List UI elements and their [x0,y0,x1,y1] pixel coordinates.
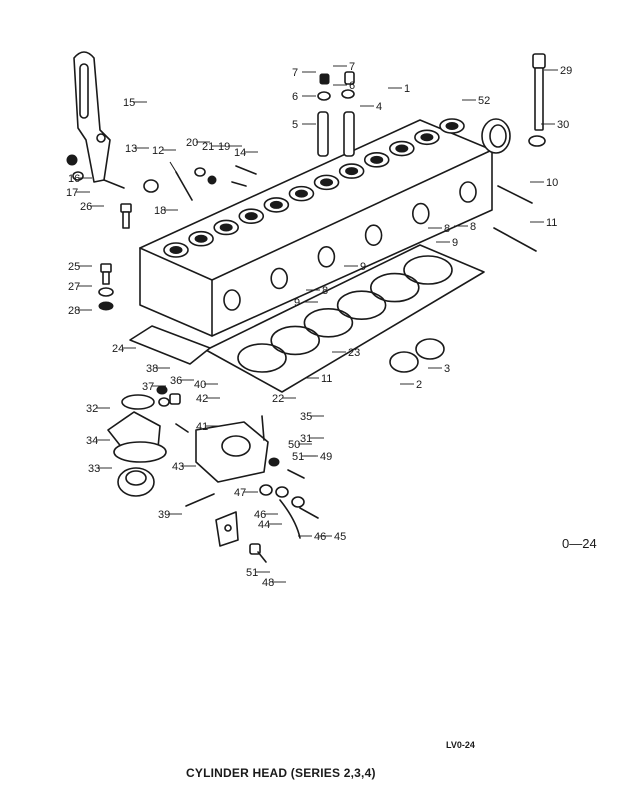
figure-caption: CYLINDER HEAD (SERIES 2,3,4) [186,766,376,780]
callout-6-5: 6 [292,91,298,103]
thermostat-group [107,394,167,497]
callout-10-15: 10 [546,177,558,189]
bolt-29 [528,53,546,147]
callout-8-10: 8 [322,285,328,297]
o-rings-2-3 [389,338,445,373]
callout-32-38: 32 [86,403,98,415]
callout-15-21: 15 [123,97,135,109]
callout-21-27: 21 [202,141,214,153]
callout-46-53: 46 [314,531,326,543]
lifting-bracket [73,51,111,183]
callout-13-19: 13 [125,143,137,155]
callout-42-48: 42 [196,393,208,405]
callout-9-13: 9 [294,297,300,309]
callout-26-32: 26 [80,201,92,213]
callout-27-33: 27 [68,281,80,293]
callout-44-50: 44 [258,519,270,531]
callout-5-4: 5 [292,119,298,131]
callout-31-37: 31 [300,433,312,445]
callout-23-29: 23 [348,347,360,359]
figure-code: LV0-24 [446,740,475,750]
callout-41-47: 41 [196,421,208,433]
bolts-25-28 [98,203,132,311]
gasket-24 [129,325,211,365]
callout-20-26: 20 [186,137,198,149]
callout-38-44: 38 [146,363,158,375]
callout-17-23: 17 [66,187,78,199]
callout-8-11: 8 [470,221,476,233]
callout-24-30: 24 [112,343,124,355]
callout-50-57: 50 [288,439,300,451]
fittings-12-21 [66,154,257,193]
callout-33-39: 33 [88,463,100,475]
callout-28-34: 28 [68,305,80,317]
callout-51-59: 51 [246,567,258,579]
head-gasket [205,244,485,393]
callout-7-7: 7 [292,67,298,79]
figure-number: 0—24 [562,536,597,551]
callout-11-17: 11 [321,373,332,385]
callout-49-56: 49 [320,451,332,463]
stud-10 [497,185,533,204]
callout-4-3: 4 [376,101,382,113]
callout-46-52: 46 [254,509,266,521]
cylinder-head [139,118,493,337]
callout-16-22: 16 [68,173,80,185]
callout-6-6: 6 [349,80,355,92]
callout-1-0: 1 [404,83,410,95]
leader-lines [76,65,558,583]
callout-22-28: 22 [272,393,284,405]
callout-2-1: 2 [416,379,422,391]
callout-12-18: 12 [152,145,164,157]
callout-45-51: 45 [334,531,346,543]
callout-37-43: 37 [142,381,154,393]
callout-30-36: 30 [557,119,569,131]
spark-plug-18 [169,161,193,201]
callout-35-41: 35 [300,411,312,423]
callout-9-14: 9 [452,237,458,249]
callout-7-8: 7 [349,61,355,73]
callout-25-31: 25 [68,261,80,273]
callout-36-42: 36 [170,375,182,387]
seal-52 [481,118,511,154]
callout-8-9: 8 [444,223,450,235]
callout-29-35: 29 [560,65,572,77]
callout-9-12: 9 [360,261,366,273]
stud-11-upper [493,227,537,252]
callout-19-25: 19 [218,141,230,153]
callout-3-2: 3 [444,363,450,375]
callout-52-60: 52 [478,95,490,107]
callout-18-24: 18 [154,205,166,217]
callout-14-20: 14 [234,147,246,159]
callout-51-58: 51 [292,451,304,463]
callout-39-45: 39 [158,509,170,521]
pipe-fittings-44-51 [215,457,319,563]
callout-40-46: 40 [194,379,206,391]
valve-guides [317,71,355,157]
callout-47-54: 47 [234,487,246,499]
callout-43-49: 43 [172,461,184,473]
water-outlet-housing [195,415,269,483]
callout-48-55: 48 [262,577,274,589]
callout-11-16: 11 [546,217,557,229]
callout-34-40: 34 [86,435,98,447]
